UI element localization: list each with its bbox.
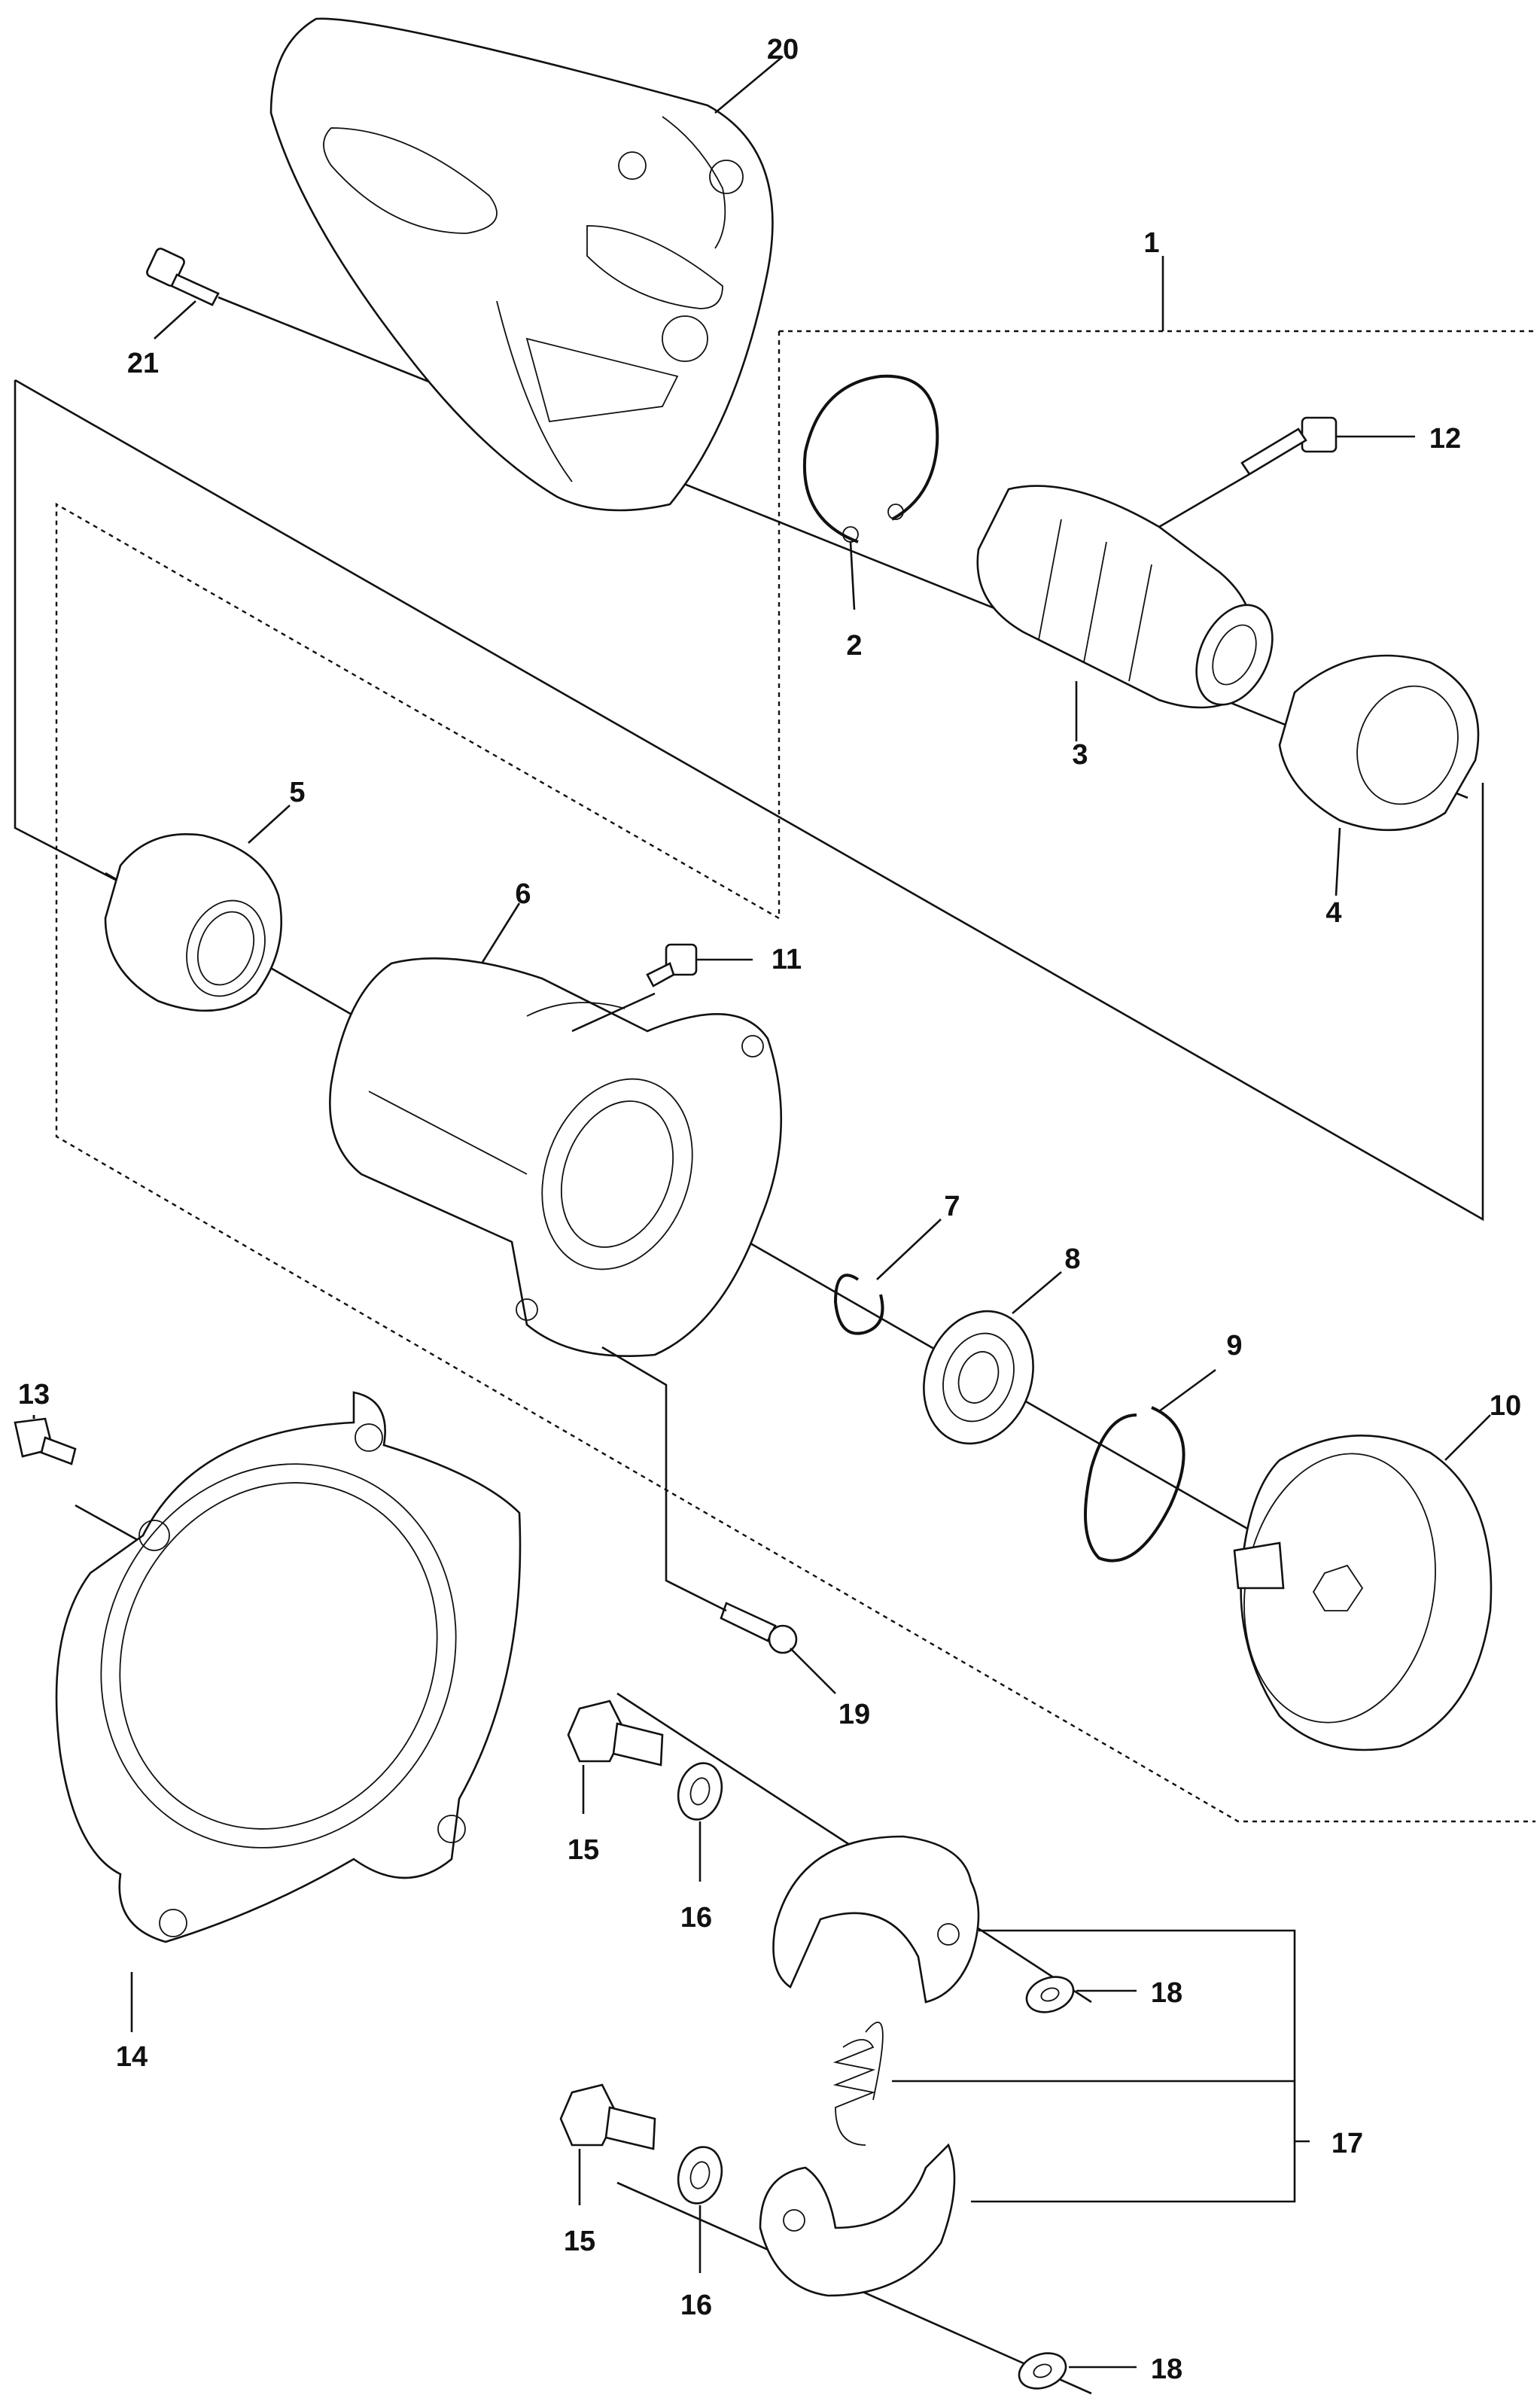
label-16b: 16 [680,2290,712,2321]
label-11: 11 [772,944,802,975]
label-3: 3 [1072,739,1088,771]
label-4: 4 [1325,897,1341,929]
label-17: 17 [1332,2128,1363,2159]
part-11-screw [646,943,753,987]
part-6-clutch-housing [329,902,783,1357]
part-9-circlip [1084,1368,1216,1563]
part-20-cover [269,17,774,512]
part-16b-washer [677,2146,723,2273]
part-15b-shoulder-bolt [559,2083,656,2205]
label-8: 8 [1064,1243,1080,1275]
part-13-screw [14,1415,77,1465]
part-4-sleeve [1278,654,1480,896]
part-labels: 1 2 3 4 5 6 7 8 9 10 11 12 13 14 15 15 1… [18,34,1521,2385]
part-15a-shoulder-bolt [567,1700,664,1814]
leader-lines [714,56,784,114]
label-6: 6 [515,878,531,910]
label-13: 13 [18,1379,50,1410]
part-19-screw [601,1346,836,1694]
part-17-clutch-shoe-lower [759,2143,956,2297]
part-8-bearing [923,1271,1062,1445]
label-19: 19 [838,1699,870,1730]
label-16a: 16 [680,1902,712,1934]
label-1: 1 [1143,227,1159,259]
part-2-circlip [802,374,939,610]
part-7-snap-ring [833,1219,942,1335]
part-18b-washer [1018,2352,1137,2390]
label-20: 20 [767,34,799,65]
label-10: 10 [1490,1390,1521,1422]
part-12-screw [1158,416,1415,528]
part-17-clutch-shoe-upper [772,1835,980,2004]
label-21: 21 [127,348,159,379]
label-9: 9 [1226,1330,1242,1362]
label-18b: 18 [1151,2354,1182,2385]
part-18a-washer [1025,1976,1137,2013]
part-3-shaft-housing [976,485,1274,741]
part-14-fan-housing [55,1391,522,2032]
part-16a-washer [677,1762,723,1882]
part-21-screw [146,248,220,339]
label-18a: 18 [1151,1977,1182,2009]
part-5-nut [104,805,291,1012]
assembly-frame-lines [14,256,1535,2203]
label-12: 12 [1429,423,1461,455]
label-2: 2 [846,630,862,662]
label-7: 7 [944,1191,960,1222]
part-10-clutch-drum [1233,1414,1493,1751]
label-5: 5 [289,777,305,808]
label-15a: 15 [568,1834,599,1866]
part-17-spring [832,2022,884,2146]
label-15b: 15 [564,2226,595,2257]
label-14: 14 [116,2041,148,2073]
